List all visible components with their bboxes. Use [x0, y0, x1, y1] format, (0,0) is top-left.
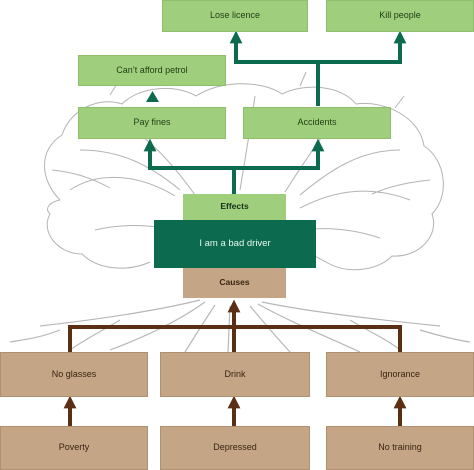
root-depressed-label: Depressed: [213, 442, 257, 453]
effect-accidents-box: Accidents: [243, 107, 391, 139]
effect-lose-licence-label: Lose licence: [209, 10, 261, 21]
effect-accidents-label: Accidents: [297, 117, 337, 128]
root-poverty-box: Poverty: [0, 426, 148, 470]
root-poverty-label: Poverty: [58, 442, 90, 453]
core-problem-label: I am a bad driver: [199, 237, 271, 249]
effect-kill-people-label: Kill people: [379, 10, 421, 21]
core-problem-box: I am a bad driver: [154, 220, 316, 268]
causes-heading-label: Causes: [219, 277, 250, 288]
cause-ignorance-box: Ignorance: [326, 352, 474, 397]
effects-heading: Effects: [183, 194, 286, 220]
tree-canopy-sketch: [44, 71, 444, 271]
effect-pay-fines-label: Pay fines: [133, 117, 171, 128]
cause-ignorance-label: Ignorance: [379, 368, 421, 379]
cause-arrows: [63, 299, 407, 426]
cause-drink-label: Drink: [224, 368, 246, 379]
effect-pay-fines-box: Pay fines: [78, 107, 226, 139]
cause-drink-box: Drink: [160, 352, 310, 397]
tree-roots-sketch: [9, 299, 471, 353]
effects-heading-label: Effects: [220, 201, 249, 212]
effect-cant-afford-petrol-label: Can’t afford petrol: [116, 64, 188, 75]
triangle-arrow-icon: [146, 91, 159, 102]
root-depressed-box: Depressed: [160, 426, 310, 470]
cause-no-glasses-box: No glasses: [0, 352, 148, 397]
cause-no-glasses-label: No glasses: [51, 368, 97, 379]
effect-cant-afford-petrol-box: Can’t afford petrol: [78, 55, 226, 86]
effect-arrows: [143, 30, 407, 194]
causes-heading: Causes: [183, 268, 286, 298]
effect-lose-licence-box: Lose licence: [162, 0, 308, 32]
root-no-training-label: No training: [378, 442, 422, 453]
effect-kill-people-box: Kill people: [326, 0, 474, 32]
root-no-training-box: No training: [326, 426, 474, 470]
